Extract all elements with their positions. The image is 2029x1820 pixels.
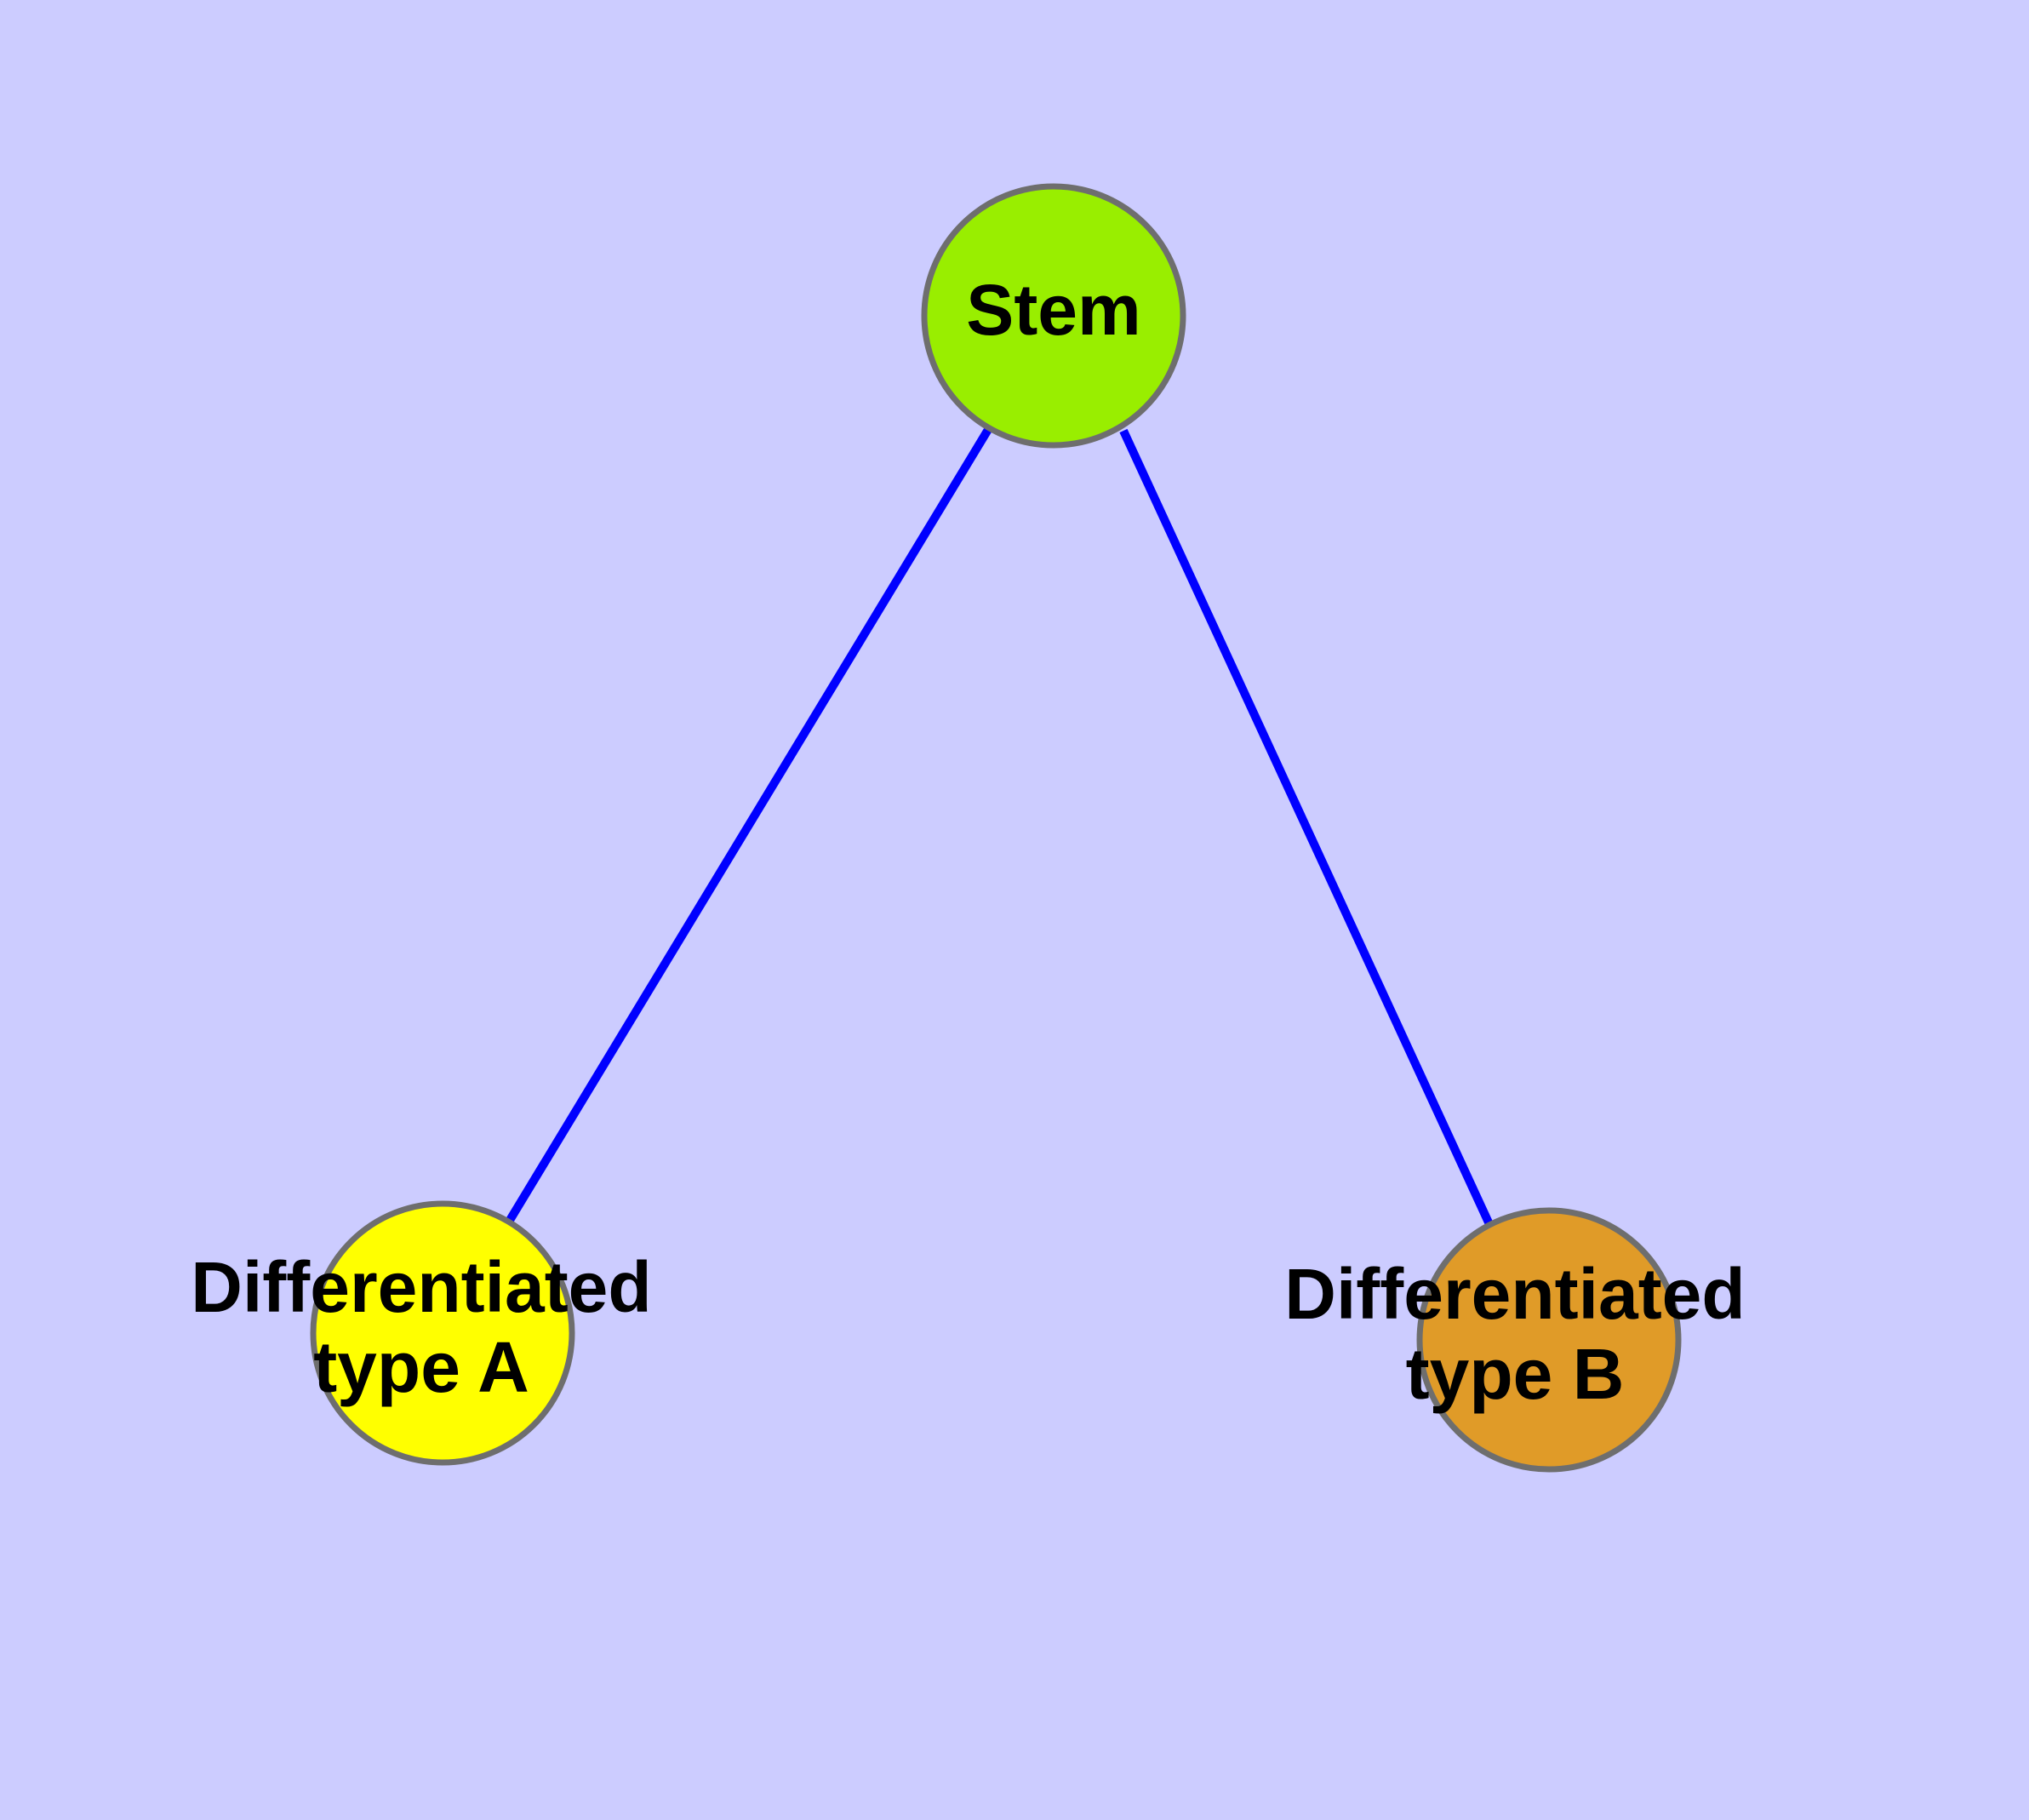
node-label-line: Differentiated (191, 1247, 651, 1327)
node-label-line: Differentiated (1284, 1254, 1745, 1334)
node-differentiated-type-b-circle[interactable] (1416, 1207, 1682, 1473)
edges-group (505, 426, 1493, 1225)
node-stem-label: Stem (966, 270, 1140, 350)
node-label-line: type B (1406, 1334, 1625, 1414)
node-label-line: type A (313, 1327, 529, 1407)
node-stem[interactable]: Stem (921, 183, 1186, 449)
edge-stem-to-differentiated-type-b[interactable] (1119, 428, 1493, 1225)
edge-stem-to-differentiated-type-a[interactable] (505, 426, 993, 1224)
node-differentiated-type-a-circle[interactable] (310, 1200, 575, 1466)
node-stem-circle[interactable] (921, 183, 1186, 449)
node-label-line: Stem (966, 270, 1140, 350)
